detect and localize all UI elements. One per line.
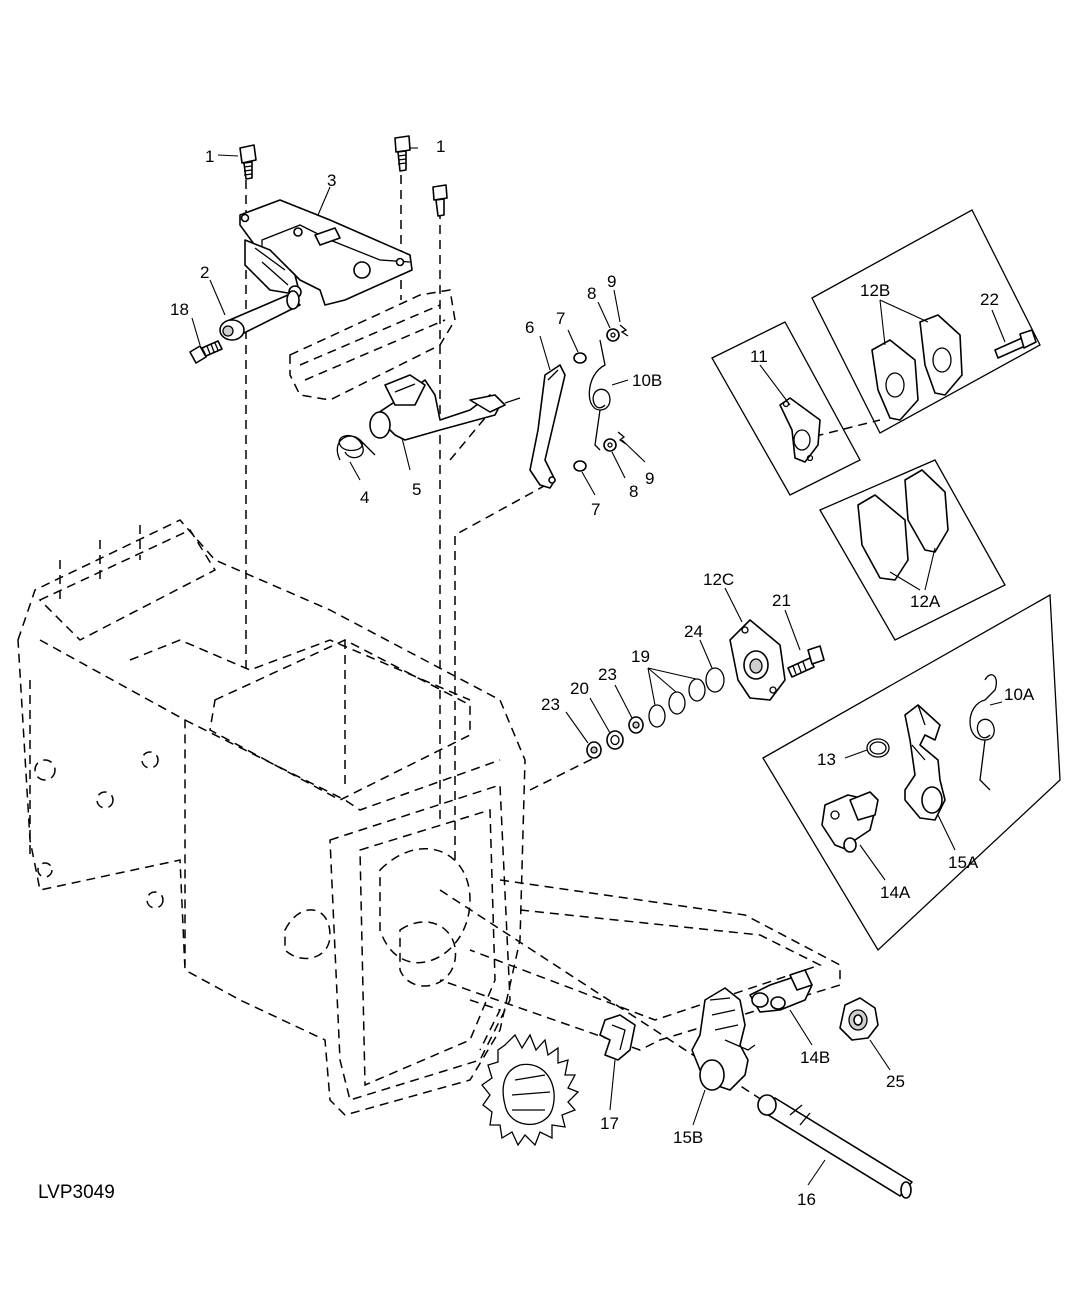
pin-9-lower <box>617 431 627 445</box>
bolt-1-left <box>239 144 257 180</box>
callout-24: 24 <box>684 622 703 641</box>
gear <box>481 1033 580 1147</box>
callout-labels: 1 1 3 2 18 6 7 8 9 10B 4 5 7 8 9 11 12B … <box>170 137 1035 1209</box>
shaft-2 <box>219 290 301 341</box>
callout-9: 9 <box>607 272 616 291</box>
pivot-14A <box>821 791 879 853</box>
box-12B <box>811 209 1041 434</box>
shift-fork-15B <box>691 987 756 1091</box>
callout-12C: 12C <box>703 570 734 589</box>
callout-17: 17 <box>600 1114 619 1133</box>
callout-8: 8 <box>629 482 638 501</box>
callout-10A: 10A <box>1004 685 1035 704</box>
callout-4: 4 <box>360 488 369 507</box>
callout-14B: 14B <box>800 1048 830 1067</box>
drawing-code: LVP3049 <box>38 1182 115 1203</box>
callout-22: 22 <box>980 290 999 309</box>
spring-10A <box>969 674 997 791</box>
o-ring-19-b <box>668 691 686 715</box>
bolt-1-right <box>394 135 411 172</box>
callout-7: 7 <box>556 309 565 328</box>
gasket <box>289 289 456 401</box>
callout-1: 1 <box>205 147 214 166</box>
callout-12A: 12A <box>910 592 941 611</box>
transmission-case <box>17 519 526 1116</box>
washer-8-lower <box>603 438 617 452</box>
box-12A <box>819 459 1006 641</box>
housing-5 <box>369 374 521 441</box>
callout-1: 1 <box>436 137 445 156</box>
callout-8: 8 <box>587 284 596 303</box>
o-ring-19-a <box>688 678 706 702</box>
shift-fork-15A <box>904 704 946 821</box>
callout-25: 25 <box>886 1072 905 1091</box>
nut-7-lower <box>573 460 587 472</box>
callout-15B: 15B <box>673 1128 703 1147</box>
washer-23-lower <box>586 741 602 759</box>
callout-13: 13 <box>817 750 836 769</box>
callout-5: 5 <box>412 480 421 499</box>
callout-14A: 14A <box>880 883 911 902</box>
bolt-1-third <box>432 184 448 217</box>
bracket-3 <box>239 199 413 306</box>
callout-19: 19 <box>631 647 650 666</box>
clip-17 <box>599 1014 636 1061</box>
callout-6: 6 <box>525 318 534 337</box>
callout-12B: 12B <box>860 281 890 300</box>
callout-23: 23 <box>598 665 617 684</box>
flange-12C <box>729 619 786 701</box>
washer-8-upper <box>606 328 620 342</box>
callout-23: 23 <box>541 695 560 714</box>
lever-6 <box>529 364 566 489</box>
callout-21: 21 <box>772 591 791 610</box>
screw-18 <box>189 340 223 364</box>
callout-9: 9 <box>645 469 654 488</box>
box-10A-15A <box>762 593 1061 952</box>
nut-25 <box>839 997 879 1041</box>
shaft-16 <box>757 1094 913 1199</box>
callout-2: 2 <box>200 263 209 282</box>
spring-4 <box>336 434 376 461</box>
callout-18: 18 <box>170 300 189 319</box>
nut-7-upper <box>573 352 587 364</box>
leader-lines <box>191 147 1006 1186</box>
callout-3: 3 <box>327 171 336 190</box>
washer-23-upper <box>628 716 644 734</box>
pivot-14B <box>749 969 813 1013</box>
o-ring-13 <box>866 738 890 758</box>
callout-7: 7 <box>591 500 600 519</box>
callout-20: 20 <box>570 679 589 698</box>
callout-11: 11 <box>750 347 768 366</box>
callout-16: 16 <box>797 1190 816 1209</box>
spring-10B <box>588 339 611 451</box>
bolt-21 <box>787 645 825 678</box>
snap-ring-20 <box>606 730 624 750</box>
callout-10B: 10B <box>632 371 662 390</box>
o-ring-24 <box>705 667 725 693</box>
callout-15A: 15A <box>948 853 979 872</box>
pin-9-upper <box>619 324 629 337</box>
o-ring-19-c <box>648 704 666 728</box>
box-11 <box>711 321 861 496</box>
